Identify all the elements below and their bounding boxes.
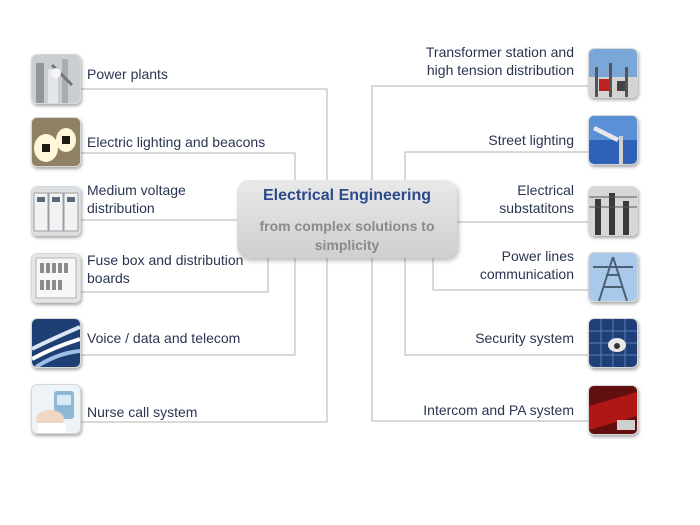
security-camera-icon <box>588 318 638 368</box>
label-nurse-call: Nurse call system <box>87 404 198 420</box>
intercom-device-icon <box>588 385 638 435</box>
label-security-system: Security system <box>475 330 574 346</box>
connector-fuse-box <box>80 258 269 293</box>
transformer-station-icon <box>588 48 638 98</box>
label-substations: Electrical substatitons <box>499 182 574 216</box>
connector-electric-lighting <box>80 152 296 180</box>
label-transformer-station: Transformer station and high tension dis… <box>425 44 574 78</box>
network-cables-icon <box>31 318 81 368</box>
connector-voice-data <box>80 258 296 356</box>
connector-intercom <box>371 258 588 422</box>
power-pylon-icon <box>588 252 638 302</box>
connector-power-lines <box>432 258 588 291</box>
label-fuse-box: Fuse box and distribution boards <box>87 252 244 286</box>
nurse-call-icon <box>31 384 81 434</box>
connector-nurse-call <box>80 258 328 423</box>
label-power-plants: Power plants <box>87 66 168 82</box>
label-street-lighting: Street lighting <box>488 132 574 148</box>
central-hub: Electrical Engineering from complex solu… <box>237 180 457 258</box>
hub-title: Electrical Engineering <box>262 187 432 204</box>
substation-icon <box>588 186 638 236</box>
label-medium-voltage: Medium voltage distribution <box>87 182 186 216</box>
hub-subtitle: from complex solutions to simplicity <box>259 218 435 253</box>
distribution-board-icon <box>31 253 81 303</box>
label-voice-data: Voice / data and telecom <box>87 330 241 346</box>
connector-power-plants <box>80 88 328 180</box>
label-intercom: Intercom and PA system <box>423 402 574 418</box>
wall-lights-icon <box>31 117 81 167</box>
label-power-lines: Power lines communication <box>479 248 574 282</box>
switchgear-icon <box>31 186 81 236</box>
connector-street-lighting <box>404 151 588 180</box>
label-electric-lighting: Electric lighting and beacons <box>87 134 266 150</box>
power-plant-icon <box>31 54 81 104</box>
street-lamp-icon <box>588 115 638 165</box>
connector-security-system <box>404 258 588 356</box>
connector-transformer-station <box>371 85 588 180</box>
